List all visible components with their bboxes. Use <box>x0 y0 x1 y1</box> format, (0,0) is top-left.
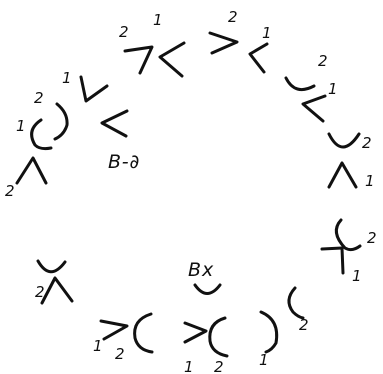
label-2: 2 <box>115 345 125 363</box>
label-bx: Bx <box>188 259 214 281</box>
caret-mark <box>327 161 358 189</box>
bottom-center-group: 1 2 <box>183 316 229 374</box>
arc-left-mark <box>287 286 305 320</box>
caret-mark <box>15 156 48 185</box>
arc-mark <box>30 118 53 151</box>
angle-open-right-mark <box>123 45 154 75</box>
bottom-left-group: 1 2 <box>93 312 154 363</box>
label-2: 2 <box>362 134 372 152</box>
label-2: 2 <box>34 89 44 107</box>
top-right-angle-group: 2 1 <box>208 8 272 74</box>
label-b-d: B-∂ <box>108 151 140 173</box>
angle-open-left-mark <box>158 41 186 78</box>
angle-open-mark <box>248 42 269 74</box>
arc-mark <box>284 76 316 92</box>
label-1: 1 <box>328 80 338 98</box>
bottom-label-group: Bx <box>188 259 222 295</box>
label-1: 1 <box>259 351 269 369</box>
label-1: 1 <box>184 358 194 374</box>
top-left-angle-group: 2 1 <box>119 11 186 78</box>
angle-mark <box>301 94 327 123</box>
label-2: 2 <box>228 8 238 26</box>
left-group-upper: 1 2 <box>5 117 53 200</box>
left-group-lower: 2 <box>35 259 74 305</box>
label-2: 2 <box>318 52 328 70</box>
arc-mark <box>36 259 67 274</box>
angle-lower-mark <box>100 109 129 138</box>
arc-mark <box>334 218 362 252</box>
caret-mark <box>40 276 74 305</box>
label-1: 1 <box>352 267 362 285</box>
label-1: 1 <box>365 172 375 190</box>
label-1: 1 <box>93 337 103 355</box>
label-2: 2 <box>35 283 45 301</box>
arc-mark <box>208 316 229 358</box>
angle-close-mark <box>208 31 239 55</box>
arc-mark <box>327 132 361 149</box>
upper-left-group: 2 1 <box>34 69 129 141</box>
angle-mark <box>320 246 345 275</box>
label-2: 2 <box>119 23 129 41</box>
label-2: 2 <box>214 358 224 374</box>
label-1: 1 <box>262 24 272 42</box>
right-group-upper: 2 1 <box>327 132 375 190</box>
arc-right-mark <box>259 310 279 354</box>
angle-close-mark <box>99 319 129 341</box>
upper-right-group: 2 1 <box>284 52 338 123</box>
right-group-lower: 2 1 <box>320 218 377 285</box>
angle-upper-mark <box>79 75 109 103</box>
label-1: 1 <box>16 117 26 135</box>
label-2: 2 <box>367 229 377 247</box>
angle-close-mark <box>183 321 208 344</box>
label-2: 2 <box>299 316 309 334</box>
label-2: 2 <box>5 182 15 200</box>
arc-mark <box>193 283 222 295</box>
arc-mark <box>133 312 154 354</box>
label-1: 1 <box>153 11 163 29</box>
label-1: 1 <box>62 69 72 87</box>
bottom-right-group: 2 1 <box>259 286 309 369</box>
arc-mark <box>53 102 69 141</box>
